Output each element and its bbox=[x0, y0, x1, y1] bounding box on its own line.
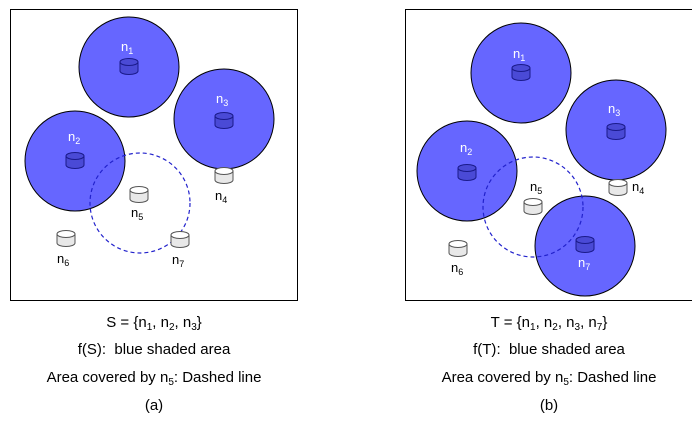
dashed-caption-b: Area covered by n5: Dashed line bbox=[441, 369, 657, 388]
cylinder-top bbox=[119, 58, 139, 66]
cylinder-top bbox=[606, 123, 626, 131]
set-member-index: 3 bbox=[191, 322, 197, 333]
cylinder-top bbox=[214, 167, 234, 175]
node-n7 bbox=[575, 236, 595, 253]
set-definition-s: S = {n1, n2, n3} bbox=[106, 314, 202, 333]
set-member-index: 2 bbox=[552, 322, 558, 333]
set-member-index: 2 bbox=[168, 322, 175, 333]
node-n2 bbox=[457, 164, 477, 181]
label-n7: n7 bbox=[172, 252, 184, 269]
dashed-coverage-n5 bbox=[89, 152, 191, 254]
set-member-index: 1 bbox=[530, 322, 536, 333]
node-n1 bbox=[511, 64, 531, 81]
node-n5 bbox=[129, 186, 149, 203]
node-n5 bbox=[523, 198, 543, 215]
label-n3: n3 bbox=[608, 101, 620, 118]
set-definition-t: T = {n1, n2, n3, n7} bbox=[490, 314, 608, 333]
cylinder-top bbox=[65, 152, 85, 160]
set-members: n1, n2, n3, n7 bbox=[521, 314, 603, 333]
cylinder-top bbox=[129, 186, 149, 194]
label-n5: n5 bbox=[131, 205, 143, 222]
label-n6: n6 bbox=[57, 251, 69, 268]
cylinder-top bbox=[448, 240, 468, 248]
panel-b-diagram: n1 n3 n2 n4 n5 n6 n7 bbox=[405, 9, 692, 301]
node-n3 bbox=[214, 112, 234, 129]
subfigure-label-a: (a) bbox=[144, 397, 164, 414]
label-n1: n1 bbox=[513, 46, 525, 63]
label-n4: n4 bbox=[632, 179, 644, 196]
function-caption-t: f(T): blue shaded area bbox=[473, 341, 625, 358]
label-n7: n7 bbox=[578, 255, 590, 272]
cylinder-top bbox=[170, 231, 190, 239]
set-members: n1, n2, n3 bbox=[138, 314, 197, 333]
cylinder-top bbox=[608, 179, 628, 187]
node-n6 bbox=[56, 230, 76, 247]
subfigure-label-b: (b) bbox=[539, 397, 559, 414]
set-member-index: 1 bbox=[146, 322, 153, 333]
node-n1 bbox=[119, 58, 139, 75]
cylinder-top bbox=[214, 112, 234, 120]
node-n2 bbox=[65, 152, 85, 169]
cylinder-top bbox=[457, 164, 477, 172]
dashed-caption-a: Area covered by n5: Dashed line bbox=[46, 369, 262, 388]
label-n3: n3 bbox=[216, 91, 228, 108]
cylinder-top bbox=[511, 64, 531, 72]
panel-a-svg: n1 n3 n2 n4 n5 n6 n7 bbox=[24, 16, 275, 269]
node-n7 bbox=[170, 231, 190, 248]
label-n1: n1 bbox=[121, 39, 133, 56]
cylinder-top bbox=[523, 198, 543, 206]
function-caption-s: f(S): blue shaded area bbox=[77, 341, 231, 358]
label-n2: n2 bbox=[68, 129, 80, 146]
label-n6: n6 bbox=[451, 260, 463, 277]
dashed-coverage-n5 bbox=[482, 156, 584, 258]
set-member-index: 3 bbox=[574, 322, 581, 333]
node-n4 bbox=[214, 167, 234, 184]
label-n4: n4 bbox=[215, 188, 227, 205]
panel-a-diagram: n1 n3 n2 n4 n5 n6 n7 bbox=[10, 9, 298, 301]
cylinder-top bbox=[56, 230, 76, 238]
panel-b-svg: n1 n3 n2 n4 n5 n6 n7 bbox=[416, 22, 667, 297]
label-n5: n5 bbox=[530, 179, 542, 196]
node-n6 bbox=[448, 240, 468, 257]
cylinder-top bbox=[575, 236, 595, 244]
node-n4 bbox=[608, 179, 628, 196]
node-n3 bbox=[606, 123, 626, 140]
set-member-index: 7 bbox=[596, 322, 603, 333]
label-n2: n2 bbox=[460, 140, 472, 157]
